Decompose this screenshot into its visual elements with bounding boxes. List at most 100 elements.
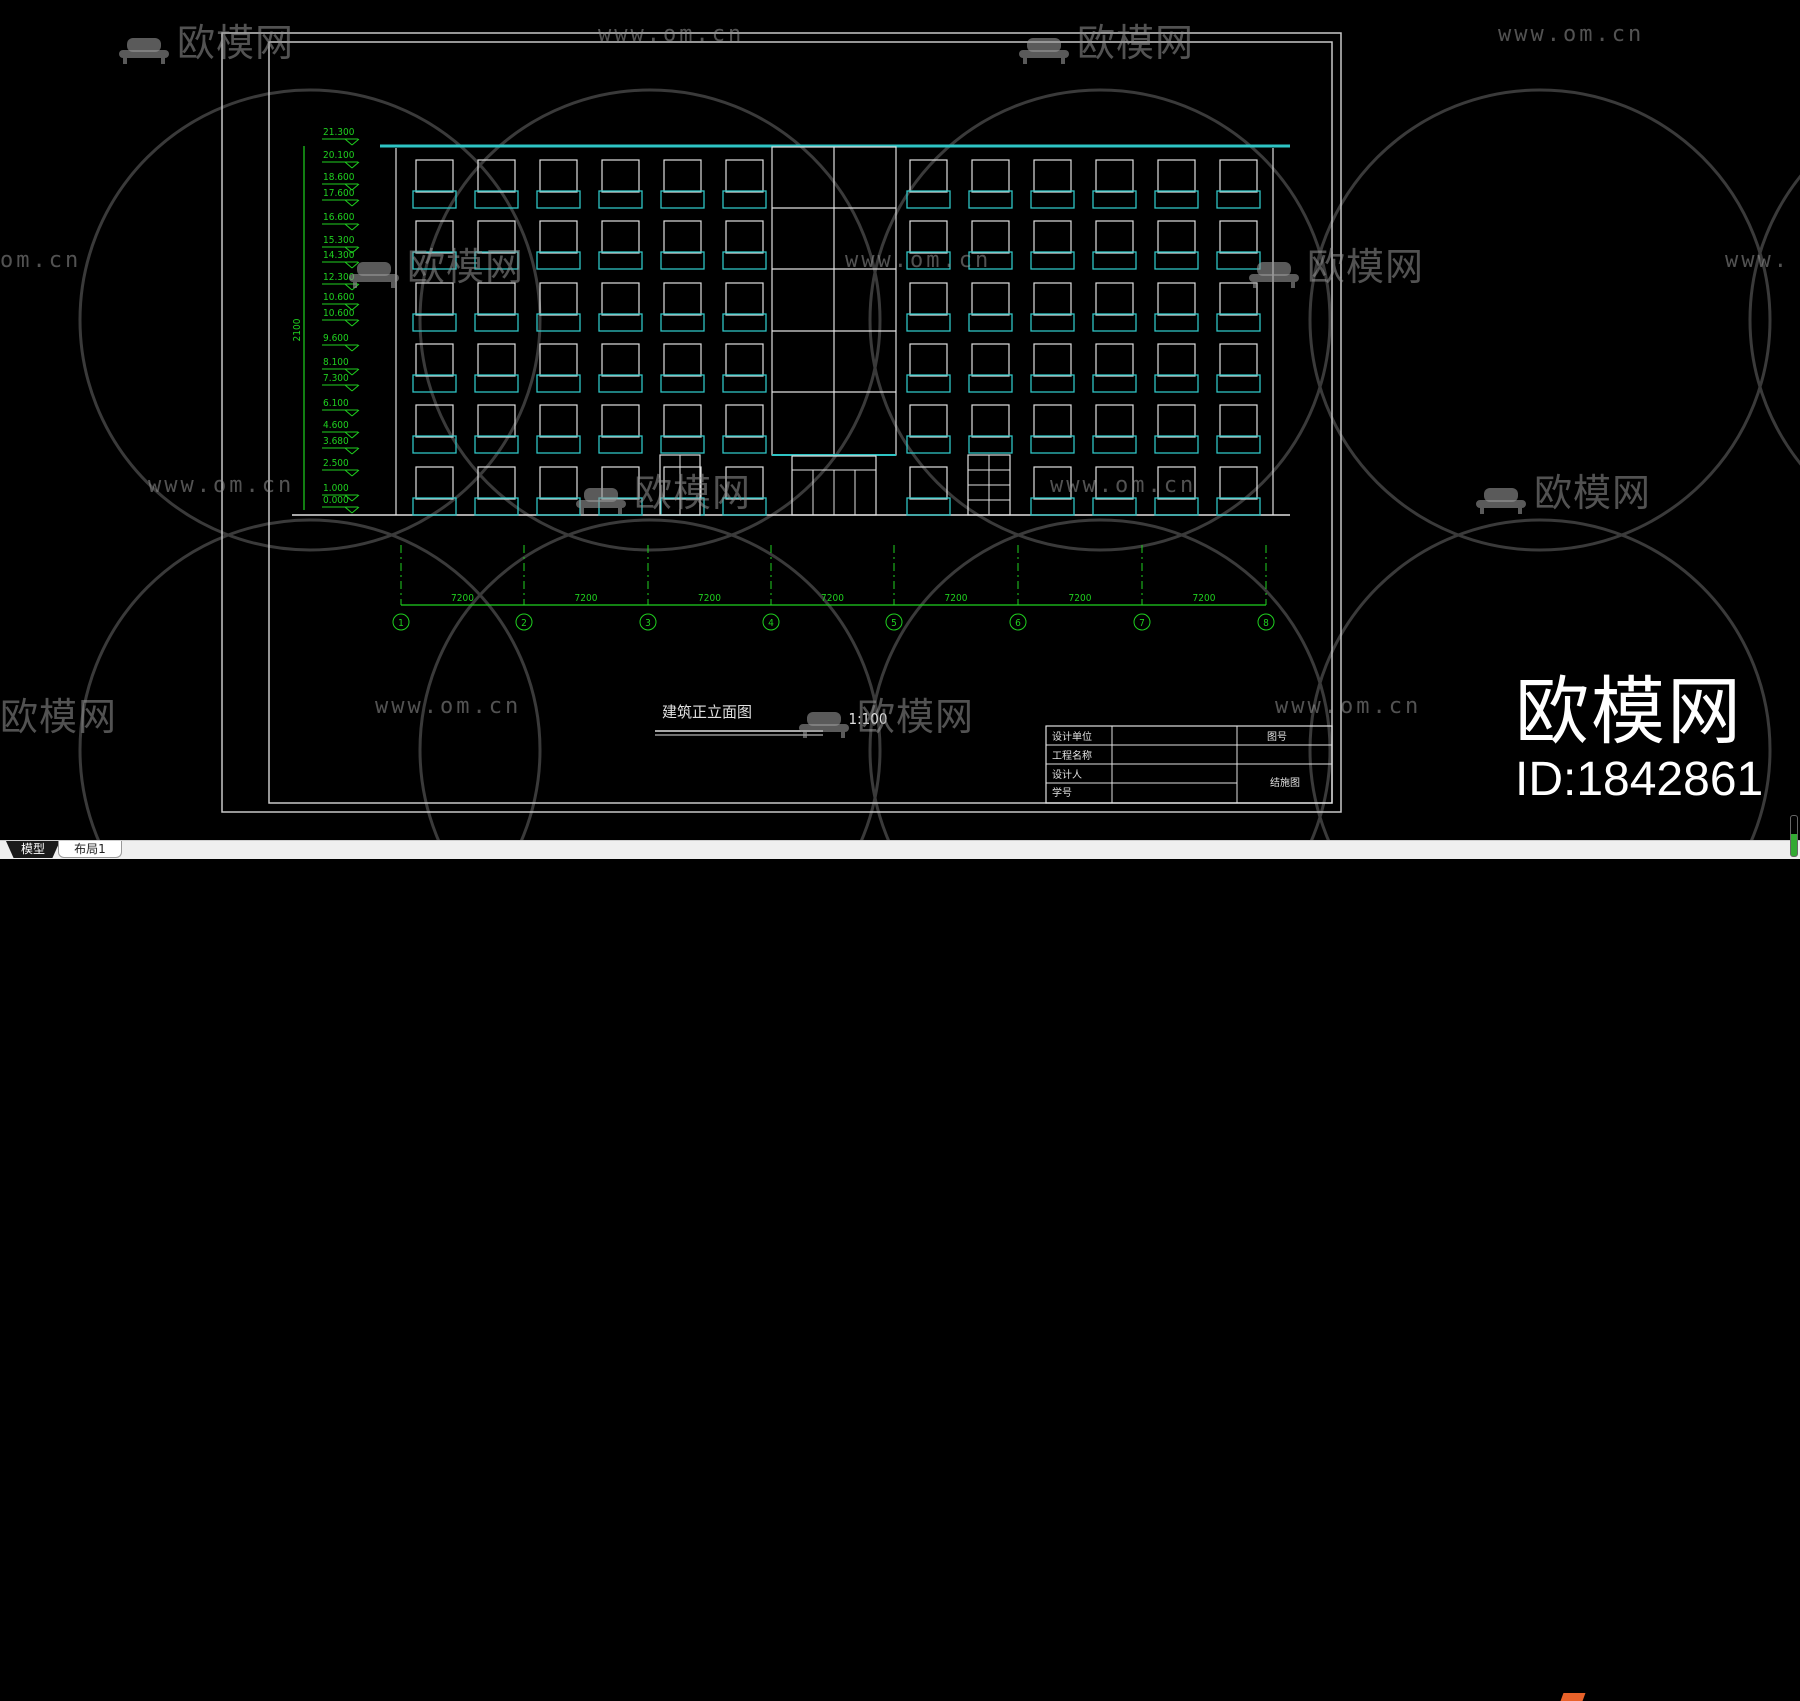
elevation-mark [344,506,353,514]
right-wing-sill [1092,251,1137,270]
right-wing-window [1095,343,1134,377]
axis-span-label: 7200 [821,593,844,604]
left-wing-window [539,159,578,193]
elevation-mark [344,161,353,169]
right-wing-sill [906,374,951,393]
elevation-mark [344,246,353,254]
right-wing-window [1095,220,1134,254]
axis-bubble [1133,613,1151,631]
axis-bubble [762,613,780,631]
left-wing-window [539,343,578,377]
right-wing-sill [1092,374,1137,393]
left-wing-window [477,404,516,438]
elevation-mark [344,199,353,207]
left-wing-sill [536,251,581,270]
right-wing-sill [906,251,951,270]
left-wing-window [725,282,764,316]
drawing-type-value: 结施图 [1270,776,1300,789]
right-wing-window [1219,220,1258,254]
right-wing-window [1033,220,1072,254]
left-wing-window [539,220,578,254]
tab-layout1[interactable]: 布局1 [58,841,122,858]
right-wing-window [1157,404,1196,438]
elevation-mark [344,409,353,417]
left-wing-window [663,282,702,316]
tab-model[interactable]: 模型 [6,841,60,858]
left-wing-sill [660,497,705,516]
left-wing-window [725,466,764,500]
left-wing-sill [474,435,519,454]
left-wing-window [663,220,702,254]
left-wing-sill [474,313,519,332]
left-wing-window [539,282,578,316]
right-wing-window [1033,282,1072,316]
right-wing-sill [1030,313,1075,332]
left-wing-sill [660,374,705,393]
elevation-mark [351,494,360,502]
elevation-label: 15.300 [323,235,355,246]
elevation-mark [351,138,360,146]
elevation-mark [351,319,360,327]
right-wing-window [971,282,1010,316]
right-wing-sill [1030,190,1075,209]
vertical-scroll-indicator[interactable] [1790,815,1798,857]
left-wing-window [415,404,454,438]
elevation-mark [351,368,360,376]
elevation-mark [351,199,360,207]
left-wing-window [477,466,516,500]
elevation-mark [351,384,360,392]
right-wing-window [909,404,948,438]
elevation-label: 8.100 [323,357,349,368]
axis-span-label: 7200 [945,593,968,604]
elevation-mark [351,246,360,254]
elevation-mark [351,261,360,269]
right-wing-window [1095,282,1134,316]
axis-bubble [1009,613,1027,631]
right-wing-sill [906,497,951,516]
elevation-label: 16.600 [323,212,355,223]
axis-span-label: 7200 [1069,593,1092,604]
right-wing-sill [1154,435,1199,454]
left-wing-sill [722,313,767,332]
elevation-label: 18.600 [323,172,355,183]
axis-bubble [885,613,903,631]
left-wing-sill [536,374,581,393]
elevation-label: 9.600 [323,333,349,344]
left-wing-window [477,159,516,193]
left-wing-sill [474,374,519,393]
left-wing-window [477,343,516,377]
left-wing-window [725,159,764,193]
right-wing-sill [906,190,951,209]
left-wing-sill [412,374,457,393]
right-wing-window [1157,282,1196,316]
left-wing-sill [412,251,457,270]
left-wing-sill [536,497,581,516]
right-wing-sill [968,190,1013,209]
elevation-mark [344,344,353,352]
left-wing-sill [474,190,519,209]
axis-label: 2 [521,618,527,629]
left-wing-sill [598,374,643,393]
elevation-mark [344,261,353,269]
axis-bubble [515,613,533,631]
watermark-arc [1308,518,1772,840]
left-wing-sill [412,497,457,516]
elevation-label: 14.300 [323,250,355,261]
watermark-arc [78,518,542,840]
elevation-label: 7.300 [323,373,349,384]
left-wing-window [539,404,578,438]
elevation-label: 3.680 [323,436,349,447]
title-block-label: 设计单位 [1052,730,1092,743]
elevation-label: 0.000 [323,495,349,506]
left-wing-sill [660,251,705,270]
elevation-mark [351,183,360,191]
title-block-label: 学号 [1052,786,1072,799]
right-wing-sill [1154,374,1199,393]
left-wing-sill [474,251,519,270]
brand-id: ID:1842861 [1515,753,1764,806]
axis-span-label: 7200 [698,593,721,604]
right-wing-window [971,220,1010,254]
watermark-arc [418,88,882,552]
elevation-drawing[interactable]: 21.30020.10018.60017.60016.60015.30014.3… [0,0,1800,840]
